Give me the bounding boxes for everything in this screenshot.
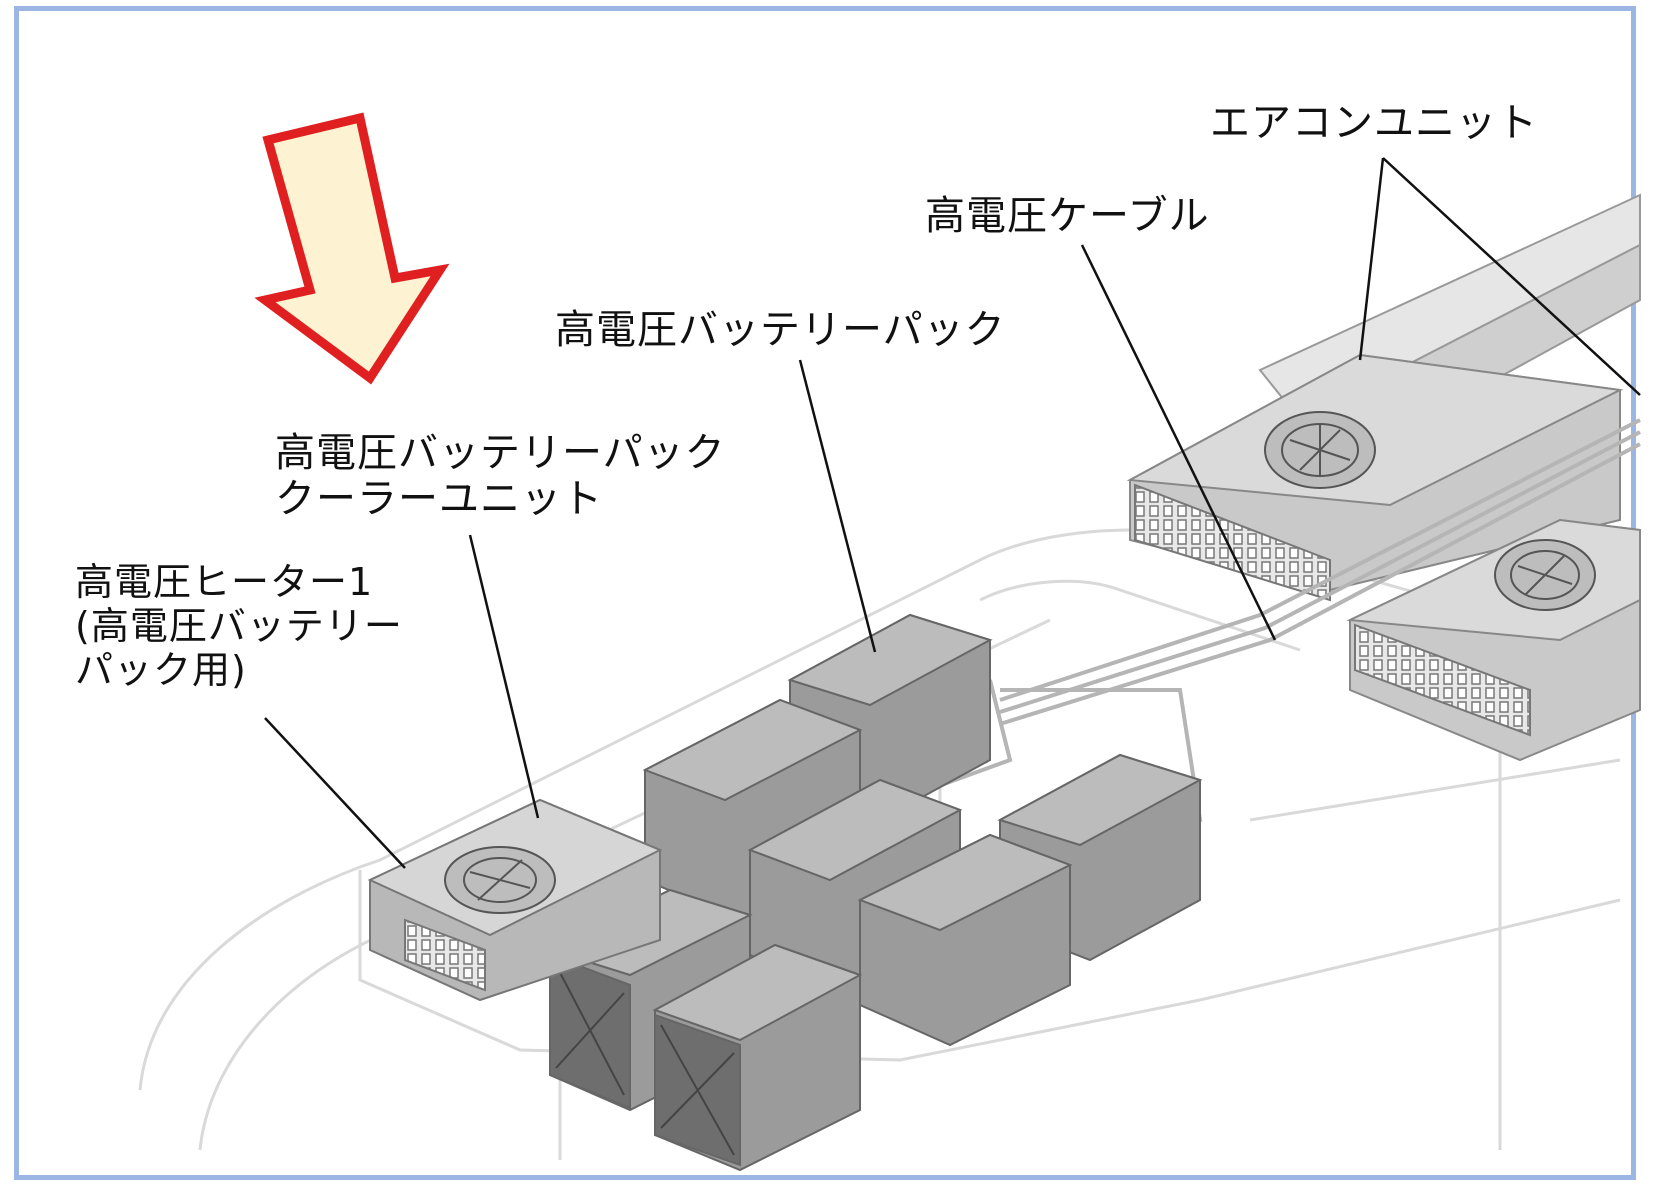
direction-arrow-icon: [254, 112, 450, 385]
high-voltage-cable: [899, 418, 1641, 862]
aircon-unit-rear: [1126, 353, 1624, 602]
fan-icon: [1264, 411, 1376, 489]
fan-icon: [444, 846, 556, 914]
label-heater: 高電圧ヒーター1 (高電圧バッテリー パック用): [75, 560, 403, 692]
leader-line-aircon: [1358, 157, 1641, 396]
label-cooler-line-1: 高電圧バッテリーパック: [275, 430, 726, 476]
label-aircon-unit: エアコンユニット: [1210, 100, 1538, 146]
label-heater-line-1: 高電圧ヒーター1: [75, 560, 374, 604]
label-battery-pack: 高電圧バッテリーパック: [555, 307, 1006, 353]
cooler-unit: [367, 798, 663, 1002]
fan-icon: [1494, 539, 1596, 611]
leader-line-heater: [264, 717, 406, 869]
leader-line-pack: [798, 359, 877, 653]
leader-lines: [264, 157, 1641, 869]
label-high-voltage-cable: 高電圧ケーブル: [925, 193, 1210, 239]
label-cooler-line-2: クーラーユニット: [275, 476, 603, 522]
label-heater-line-2: (高電圧バッテリー: [75, 604, 403, 648]
leader-line-cooler: [468, 534, 540, 819]
leader-line-cable: [1080, 244, 1277, 641]
label-cooler-unit: 高電圧バッテリーパック クーラーユニット: [275, 430, 726, 522]
aircon-unit-front: [1346, 518, 1641, 762]
label-heater-line-3: パック用): [75, 648, 247, 692]
